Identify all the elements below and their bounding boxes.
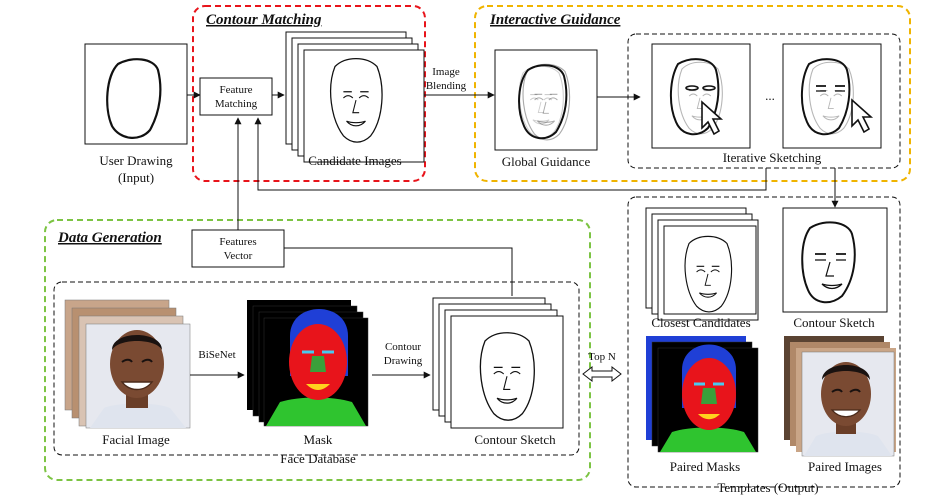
image-blending-label-2: Blending	[426, 80, 467, 92]
contour-sketch-output-label: Contour Sketch	[793, 315, 875, 330]
iterative-sketching-box	[627, 33, 901, 169]
candidate-images-stack	[285, 31, 425, 163]
features-vector-box	[191, 229, 285, 268]
templates-output-box	[627, 196, 901, 488]
data-generation-title: Data Generation	[57, 230, 162, 246]
contour-drawing-label-2: Drawing	[384, 355, 423, 367]
contour-sketch-output-card	[782, 207, 888, 313]
iterative-sketching-label: Iterative Sketching	[723, 150, 822, 165]
bisenet-label: BiSeNet	[198, 349, 235, 361]
global-guidance-stroke	[518, 64, 568, 140]
top-n-label: Top N	[588, 351, 616, 363]
paired-images-label: Paired Images	[808, 459, 882, 474]
contour-drawing-label-1: Contour	[385, 341, 421, 353]
contour-sketch-db-label: Contour Sketch	[474, 432, 556, 447]
closest-candidates-stack	[645, 207, 759, 321]
paired-masks-stack	[646, 336, 759, 453]
top-n-double-arrow	[582, 365, 622, 383]
user-drawing-card	[84, 43, 188, 145]
mask-label: Mask	[304, 432, 333, 447]
contour-sketch-stack	[432, 297, 564, 429]
templates-output-label: Templates (Output)	[717, 480, 818, 495]
candidate-images-label: Candidate Images	[308, 153, 402, 168]
image-blending-label-1: Image	[432, 66, 460, 78]
global-guidance-label: Global Guidance	[502, 154, 591, 169]
sketch-step-1-card	[651, 43, 751, 149]
features-vector-label-1: Features	[219, 236, 256, 248]
user-drawing-sketch	[106, 58, 162, 139]
facial-image-stack	[64, 299, 191, 429]
arrow-sketching-feedback	[254, 117, 767, 191]
face-database-box	[53, 281, 580, 456]
contour-matching-title: Contour Matching	[206, 12, 322, 28]
connector-sketch-to-vector	[284, 247, 513, 296]
user-drawing-sublabel: (Input)	[118, 170, 154, 185]
face-database-label: Face Database	[280, 451, 356, 466]
feature-matching-label-2: Matching	[215, 98, 258, 110]
paired-masks-label: Paired Masks	[670, 459, 740, 474]
contour-matching-frame	[192, 5, 426, 182]
feature-matching-box	[199, 77, 273, 116]
paired-images-stack	[784, 336, 896, 457]
mask-stack	[247, 300, 369, 427]
facial-image-label: Facial Image	[102, 432, 170, 447]
features-vector-label-2: Vector	[224, 250, 253, 262]
cursor-icon-2	[851, 98, 874, 134]
interactive-guidance-frame	[474, 5, 911, 182]
cursor-icon	[701, 100, 724, 136]
data-generation-frame	[44, 219, 591, 481]
closest-candidates-label: Closest Candidates	[651, 315, 750, 330]
ellipsis-label: ...	[765, 88, 775, 103]
feature-matching-label-1: Feature	[220, 84, 253, 96]
interactive-guidance-title: Interactive Guidance	[489, 12, 621, 28]
user-drawing-label: User Drawing	[99, 153, 173, 168]
